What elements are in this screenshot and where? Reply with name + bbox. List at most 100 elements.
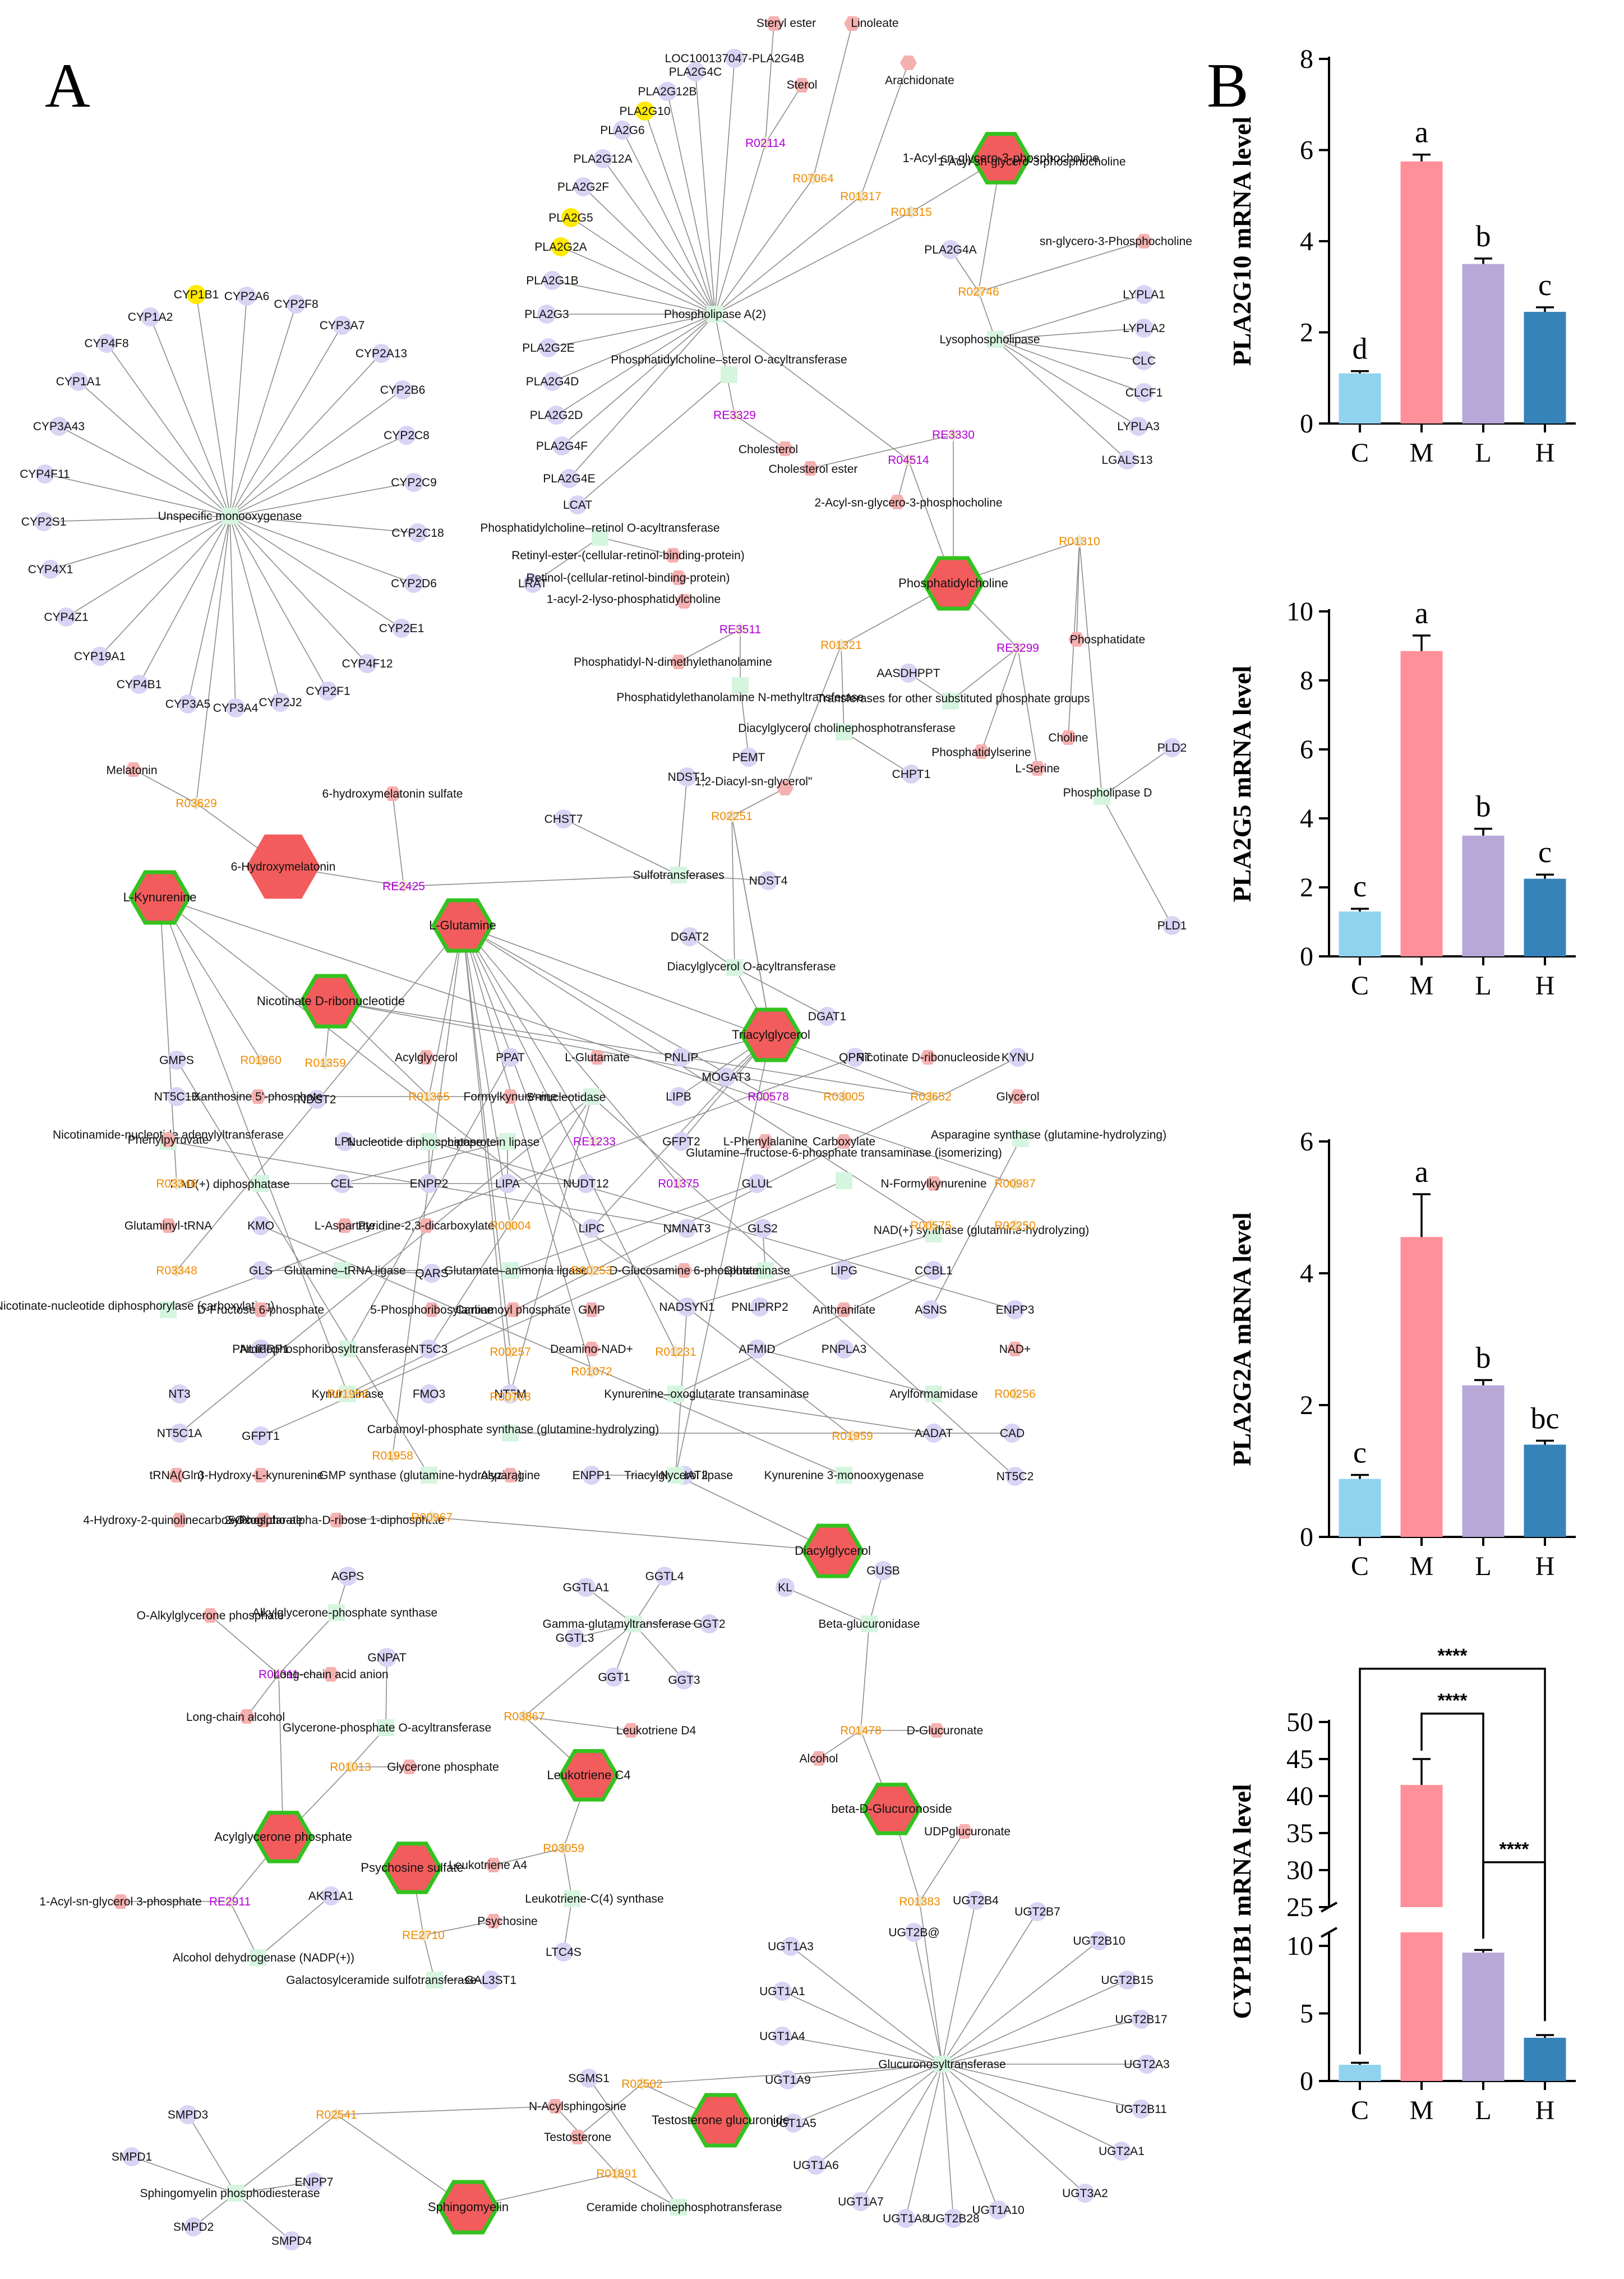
network-edge	[229, 1901, 259, 1958]
gene-label: PLA2G6	[600, 124, 644, 137]
reaction-label: R03629	[176, 797, 217, 810]
metabolite-node	[1136, 234, 1152, 248]
reaction-node	[272, 1668, 285, 1681]
gene-node	[130, 675, 149, 694]
metabolite-label: L-Serine	[1015, 762, 1059, 775]
reaction-label: R02114	[745, 137, 786, 150]
gene-node	[287, 294, 306, 314]
gene-label: PLA2G10	[619, 105, 670, 118]
gene-node	[576, 1578, 596, 1597]
gene-label: GLS	[249, 1264, 273, 1277]
reaction-label: RE1233	[573, 1135, 616, 1148]
reaction-node	[725, 809, 739, 823]
network-edge	[229, 515, 368, 664]
reaction-label: R01321	[820, 639, 862, 652]
metabolite-node	[171, 1513, 188, 1527]
gene-node	[282, 2231, 301, 2250]
enzyme-label: Transferases for other substituted phosp…	[816, 692, 1090, 705]
gene-node	[404, 473, 423, 492]
gene-label: UGT1A6	[793, 2159, 839, 2172]
network-edge	[43, 515, 230, 522]
network-edge	[510, 1183, 758, 1271]
reaction-label: RE3299	[996, 642, 1039, 655]
enzyme-node	[592, 529, 608, 546]
enzyme-label: Kynurenine–oxoglutarate transaminase	[604, 1388, 809, 1401]
gene-node	[725, 49, 744, 68]
gene-label: ENPP1	[573, 1469, 611, 1482]
reaction-label: R01958	[372, 1449, 413, 1462]
gene-label: LGALS13	[1101, 454, 1152, 467]
key-metabolite-node	[861, 1783, 922, 1835]
gene-node	[677, 1297, 696, 1316]
bar	[1339, 373, 1381, 423]
metabolite-label: 6-hydroxymelatonin sulfate	[322, 788, 463, 800]
gene-label: PNLIPRP2	[731, 1301, 788, 1314]
enzyme-label: Lysophospholipase	[939, 333, 1040, 346]
enzyme-label: Galactosylceramide sulfotransferase	[286, 1974, 477, 1987]
y-axis-label: PLA2G10 mRNA level	[1228, 117, 1256, 366]
reaction-label: R01365	[408, 1090, 450, 1103]
network-edge	[176, 1060, 430, 1476]
reaction-node	[905, 205, 918, 219]
network-edge	[919, 1901, 943, 2065]
gene-label: PNLIP	[665, 1051, 699, 1064]
key-metabolite-node	[436, 2180, 500, 2235]
network-edge	[260, 1225, 845, 1476]
gene-node	[579, 2069, 598, 2088]
enzyme-node	[625, 1615, 642, 1632]
y-tick-label: 10	[1286, 597, 1313, 627]
network-edge	[229, 515, 402, 629]
gene-label: UGT1A7	[838, 2195, 884, 2208]
gene-label: AADAT	[915, 1427, 953, 1440]
network-edge	[740, 685, 749, 758]
network-edge	[229, 353, 382, 517]
reaction-node	[417, 1928, 430, 1942]
enzyme-label: Nucleotide diphosphatase	[347, 1136, 483, 1149]
gene-label: UGT1A3	[768, 1940, 814, 1953]
y-tick-label: 50	[1286, 1707, 1313, 1737]
y-tick-label: 2	[1300, 318, 1313, 348]
network-edge	[731, 816, 772, 1035]
network-edge	[714, 196, 861, 315]
gene-label: LIPB	[666, 1090, 691, 1103]
metabolite-label: 1-Acyl-sn-glycerol 3-phosphate	[39, 1895, 201, 1908]
y-tick-label: 4	[1300, 1259, 1313, 1288]
enzyme-node	[1094, 788, 1110, 805]
gene-label: UGT2A1	[1099, 2145, 1145, 2158]
category-label: H	[1535, 2096, 1555, 2125]
gene-node	[846, 1048, 865, 1067]
network-edge	[44, 473, 230, 517]
metabolite-label: Arachidonate	[885, 74, 954, 87]
reaction-node	[947, 428, 960, 441]
gene-node	[1134, 285, 1154, 304]
network-edge	[462, 925, 592, 1372]
significance-label: d	[1353, 332, 1368, 366]
metabolite-label: sn-glycero-3-Phosphocholine	[1040, 235, 1192, 248]
key-metabolite-label: Testosterone glucuronide	[652, 2113, 790, 2127]
gene-label: PLA2G4D	[526, 375, 579, 388]
gene-node	[178, 2105, 197, 2124]
network-edge	[995, 328, 1145, 340]
network-edge	[1101, 747, 1173, 797]
enzyme-label: Asparagine synthase (glutamine-hydrolyzi…	[931, 1129, 1166, 1141]
gene-node	[658, 82, 677, 101]
metabolite-label: Retinol-(cellular-retinol-binding-protei…	[527, 572, 730, 584]
gene-node	[582, 1466, 601, 1485]
gene-label: CYP2B6	[380, 384, 426, 397]
network-edge	[995, 339, 1145, 393]
gene-label: CYP1A1	[56, 375, 101, 388]
metabolite-label: Melatonin	[106, 764, 157, 777]
enzyme-node	[836, 724, 852, 740]
key-metabolite-node	[801, 1523, 865, 1578]
gene-node	[1134, 319, 1154, 338]
gene-label: CYP3A5	[165, 698, 211, 711]
metabolite-node	[810, 1751, 827, 1766]
gene-node	[481, 1970, 500, 1990]
gene-label: GGTLA1	[563, 1581, 610, 1594]
reaction-node	[330, 2108, 343, 2121]
metabolite-label: L-Glutamate	[565, 1051, 630, 1064]
gene-node	[1112, 2142, 1131, 2161]
reaction-node	[1073, 535, 1086, 548]
